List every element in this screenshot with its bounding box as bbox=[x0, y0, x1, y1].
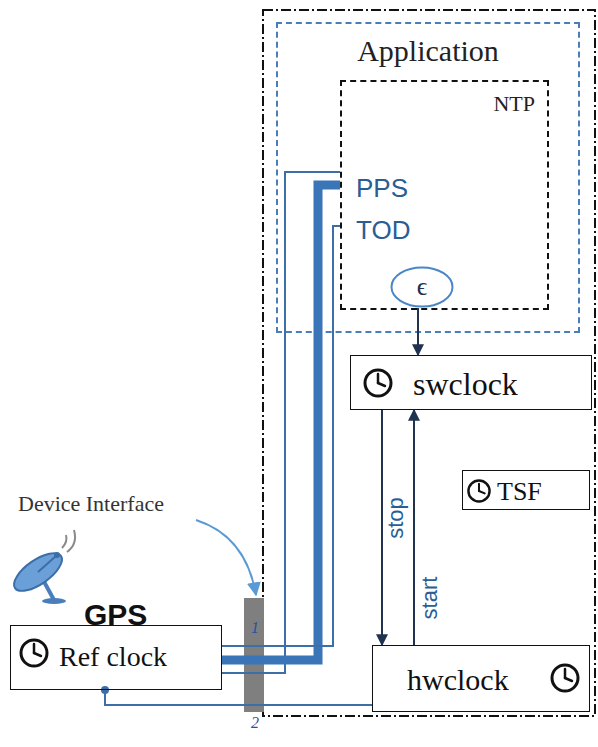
application-box: ApplicationNTP PPS TOD ϵ bbox=[276, 22, 580, 333]
connector bbox=[381, 410, 383, 645]
error-symbol: ϵ bbox=[390, 273, 454, 302]
clock-icon bbox=[365, 370, 391, 396]
connector bbox=[417, 308, 419, 355]
edge-label: start bbox=[419, 576, 441, 619]
callout-number: 2 bbox=[251, 714, 259, 732]
box-label: Ref clock bbox=[59, 642, 167, 673]
clock-icon bbox=[552, 665, 578, 691]
interface-label: Device Interface bbox=[18, 492, 164, 516]
device-boundary bbox=[263, 10, 595, 716]
connector bbox=[222, 172, 340, 673]
signal-name: TOD bbox=[356, 216, 410, 245]
tsf-box: TSF bbox=[462, 470, 590, 510]
ref-clock-box: Ref clock bbox=[10, 625, 222, 690]
hwclock-box: hwclock bbox=[372, 645, 590, 712]
box-label: swclock bbox=[413, 367, 518, 402]
leader-arrow bbox=[196, 520, 256, 595]
connector bbox=[222, 226, 340, 646]
wire-junction bbox=[101, 686, 109, 694]
ntp-box: NTP PPS TOD ϵ bbox=[340, 80, 549, 310]
box-label: hwclock bbox=[407, 663, 509, 696]
callout-number: 1 bbox=[251, 619, 259, 637]
connector bbox=[222, 185, 340, 660]
swclock-box: swclock bbox=[350, 355, 592, 410]
connector bbox=[413, 410, 415, 645]
group-title: NTP bbox=[493, 92, 535, 116]
clock-icon bbox=[468, 480, 489, 501]
edge-label: stop bbox=[385, 497, 407, 539]
group-title: Application bbox=[278, 34, 578, 67]
box-label: TSF bbox=[497, 478, 542, 507]
clock-icon bbox=[21, 640, 47, 666]
connector bbox=[105, 690, 372, 705]
satellite-dish bbox=[8, 530, 75, 604]
device-label: GPS bbox=[84, 598, 147, 631]
device-interface-bar bbox=[244, 598, 264, 712]
signal-name: PPS bbox=[356, 174, 408, 203]
error-ellipse: ϵ bbox=[390, 266, 454, 308]
